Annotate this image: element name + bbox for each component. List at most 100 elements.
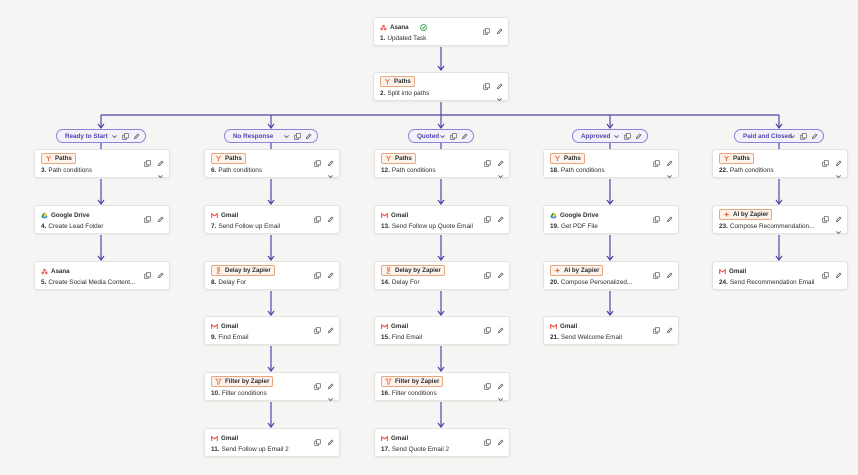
pencil-icon[interactable] [327,377,334,390]
chevron-down-icon[interactable] [835,167,842,179]
copy-icon[interactable] [653,154,660,167]
copy-icon[interactable] [144,266,151,279]
chevron-down-icon[interactable] [327,167,334,179]
copy-icon[interactable] [450,133,457,140]
pencil-icon[interactable] [497,433,504,446]
pencil-icon[interactable] [496,77,503,90]
pencil-icon[interactable] [497,266,504,279]
copy-icon[interactable] [314,321,321,334]
pencil-icon[interactable] [157,154,164,167]
pencil-icon[interactable] [811,133,818,140]
copy-icon[interactable] [483,77,490,90]
copy-icon[interactable] [822,210,829,223]
pencil-icon[interactable] [666,210,673,223]
pencil-icon[interactable] [327,433,334,446]
pencil-icon[interactable] [496,22,503,35]
pencil-icon[interactable] [835,210,842,223]
chevron-down-icon[interactable] [283,133,290,140]
pencil-icon[interactable] [835,266,842,279]
copy-icon[interactable] [484,266,491,279]
chevron-down-icon[interactable] [497,167,504,179]
copy-icon[interactable] [314,377,321,390]
pencil-icon[interactable] [461,133,468,140]
copy-icon[interactable] [314,433,321,446]
chevron-down-icon[interactable] [157,167,164,179]
pencil-icon[interactable] [497,377,504,390]
pencil-icon[interactable] [157,210,164,223]
copy-icon[interactable] [314,266,321,279]
copy-icon[interactable] [653,266,660,279]
copy-icon[interactable] [624,133,631,140]
copy-icon[interactable] [122,133,129,140]
chevron-down-icon[interactable] [111,133,118,140]
copy-icon[interactable] [314,154,321,167]
pencil-icon[interactable] [327,321,334,334]
pencil-icon[interactable] [157,266,164,279]
pencil-icon[interactable] [133,133,140,140]
pencil-icon[interactable] [327,154,334,167]
path-pill[interactable]: Quoted [408,129,474,143]
copy-icon[interactable] [822,154,829,167]
pencil-icon[interactable] [835,154,842,167]
chevron-down-icon[interactable] [666,167,673,179]
chevron-down-icon[interactable] [835,223,842,235]
pencil-icon[interactable] [327,266,334,279]
copy-icon[interactable] [800,133,807,140]
path-pill[interactable]: No Response [224,129,318,143]
copy-icon[interactable] [144,154,151,167]
copy-icon[interactable] [144,210,151,223]
copy-icon[interactable] [484,377,491,390]
chevron-down-icon[interactable] [439,133,446,140]
copy-icon[interactable] [484,154,491,167]
copy-icon[interactable] [653,321,660,334]
pencil-icon[interactable] [497,210,504,223]
path-pill[interactable]: Ready to Start [56,129,146,143]
copy-icon[interactable] [314,210,321,223]
pencil-icon[interactable] [666,154,673,167]
pencil-icon[interactable] [497,154,504,167]
copy-icon[interactable] [483,22,490,35]
pencil-icon[interactable] [666,266,673,279]
chevron-down-icon[interactable] [789,133,796,140]
chevron-down-icon[interactable] [613,133,620,140]
copy-icon[interactable] [653,210,660,223]
chevron-down-icon[interactable] [496,90,503,102]
pencil-icon[interactable] [635,133,642,140]
chevron-down-icon[interactable] [497,390,504,402]
pencil-icon[interactable] [327,210,334,223]
pencil-icon[interactable] [497,321,504,334]
copy-icon[interactable] [822,266,829,279]
copy-icon[interactable] [484,210,491,223]
pencil-icon[interactable] [305,133,312,140]
copy-icon[interactable] [484,321,491,334]
chevron-down-icon[interactable] [327,390,334,402]
pencil-icon[interactable] [666,321,673,334]
path-pill[interactable]: Approved [572,129,648,143]
copy-icon[interactable] [484,433,491,446]
path-pill[interactable]: Paid and Closed [734,129,824,143]
